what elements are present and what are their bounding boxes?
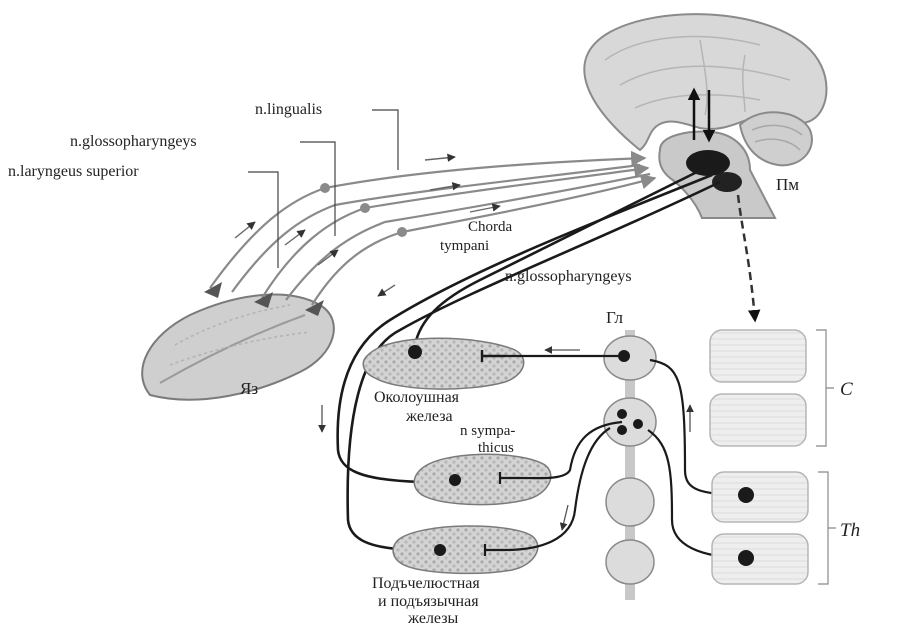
middle-cervical-ganglion <box>603 397 657 447</box>
receptor-3 <box>305 300 324 316</box>
sublingual-synapse <box>483 544 505 556</box>
label-yaz: Яз <box>240 379 258 398</box>
afferent-laryngeus <box>209 150 647 289</box>
label-n-sympathicus-line2: thicus <box>478 440 514 456</box>
receptor-2 <box>254 292 273 308</box>
submandibular-body <box>413 453 552 506</box>
lateral-horn-neuron-2 <box>738 550 754 566</box>
descending-spinal-pathway <box>736 194 761 323</box>
label-n-lingualis: n.lingualis <box>255 101 322 118</box>
afferent-glossopharyngeus <box>261 162 650 299</box>
parotid-terminal <box>408 345 422 359</box>
leader-lingualis <box>372 109 399 170</box>
label-chorda: Chorda <box>468 219 513 235</box>
parotid-synapse <box>480 350 505 362</box>
leader-glossopharyngeys <box>300 141 336 236</box>
afferent-fibers <box>209 150 657 306</box>
cervical-segment-1 <box>709 329 807 383</box>
preganglionic-c <box>649 358 749 497</box>
symp-to-glands <box>519 420 623 480</box>
leader-laryngeus <box>248 171 279 268</box>
symp-flow-arrows <box>318 346 694 531</box>
spinal-segments <box>709 329 836 585</box>
ganglion-3 <box>397 227 407 237</box>
ganglion-neuron <box>617 425 627 435</box>
labels: n.lingualis n.glossopharyngeys n.larynge… <box>8 101 860 627</box>
afferent-extra-2 <box>285 172 651 301</box>
label-n-glossopharyngeys-mid: n.glossopharyngeys <box>505 268 632 285</box>
thoracic-ganglion-2 <box>605 539 655 585</box>
salivary-nucleus-lower <box>712 172 742 192</box>
flow-arrow <box>284 229 306 246</box>
salivary-nucleus-upper <box>686 150 730 176</box>
brain <box>583 13 828 219</box>
submandibular-synapse <box>498 472 520 484</box>
afferent-extra-1 <box>231 163 641 293</box>
bracket-c <box>816 329 834 447</box>
sublingual-terminal <box>434 544 446 556</box>
symp-to-sublingual <box>504 427 611 552</box>
parotid-gland <box>362 337 525 390</box>
sublingual-gland <box>392 525 539 575</box>
tongue-shape <box>141 293 335 401</box>
efferent-to-parotid <box>413 166 706 346</box>
submandibular-terminal <box>449 474 461 486</box>
flow-arrow <box>559 504 569 531</box>
preganglionic-th <box>647 429 749 560</box>
ganglion-neuron <box>633 419 643 429</box>
ganglion-2 <box>360 203 370 213</box>
ganglion-neuron <box>617 409 627 419</box>
label-tympani: tympani <box>440 238 489 254</box>
flow-arrow <box>234 221 256 239</box>
flow-arrow <box>377 284 396 297</box>
thoracic-segment-1 <box>711 471 809 523</box>
parotid-body <box>362 337 525 390</box>
thoracic-ganglion-1 <box>605 477 655 527</box>
cerebellum-folia <box>751 124 803 151</box>
label-gl: Гл <box>606 308 624 327</box>
submandibular-gland <box>413 453 552 506</box>
receptor-1 <box>204 282 222 298</box>
tongue <box>141 293 335 401</box>
afferent-lingualis <box>311 174 657 306</box>
lateral-horn-neuron-1 <box>738 487 754 503</box>
thoracic-segment-2 <box>711 533 809 585</box>
label-submandibular-line1: Подъчелюстная <box>372 575 480 592</box>
label-n-laryngeus-superior: n.laryngeus superior <box>8 163 139 180</box>
flow-arrows <box>234 153 501 297</box>
label-parotid-line2: железа <box>405 408 453 425</box>
label-segment-c: C <box>840 379 853 400</box>
flow-arrow <box>424 153 456 162</box>
label-submandibular-line3: железы <box>407 610 459 627</box>
flow-arrow <box>469 203 501 213</box>
flow-arrow <box>317 249 339 266</box>
sympathetic-fibers <box>504 354 749 560</box>
ganglion-1 <box>320 183 330 193</box>
label-submandibular-line2: и подъязычная <box>378 593 479 610</box>
label-segment-th: Th <box>840 520 860 541</box>
label-parotid-line1: Околоушная <box>374 389 460 406</box>
label-leaders <box>248 109 399 268</box>
label-n-glossopharyngeys: n.glossopharyngeys <box>70 133 197 150</box>
tongue-texture <box>169 304 311 366</box>
superior-cervical-ganglion <box>603 335 657 381</box>
label-pm: Пм <box>776 175 799 194</box>
sensory-ganglia <box>320 183 407 237</box>
receptor-endings <box>204 282 324 316</box>
sublingual-body <box>392 525 539 575</box>
sympathetic-chain <box>603 330 657 600</box>
cervical-segment-2 <box>709 393 807 447</box>
label-n-sympathicus-line1: n sympa- <box>460 423 515 439</box>
tongue-groove <box>159 314 306 384</box>
flow-arrow <box>429 182 461 191</box>
bracket-th <box>818 471 836 585</box>
